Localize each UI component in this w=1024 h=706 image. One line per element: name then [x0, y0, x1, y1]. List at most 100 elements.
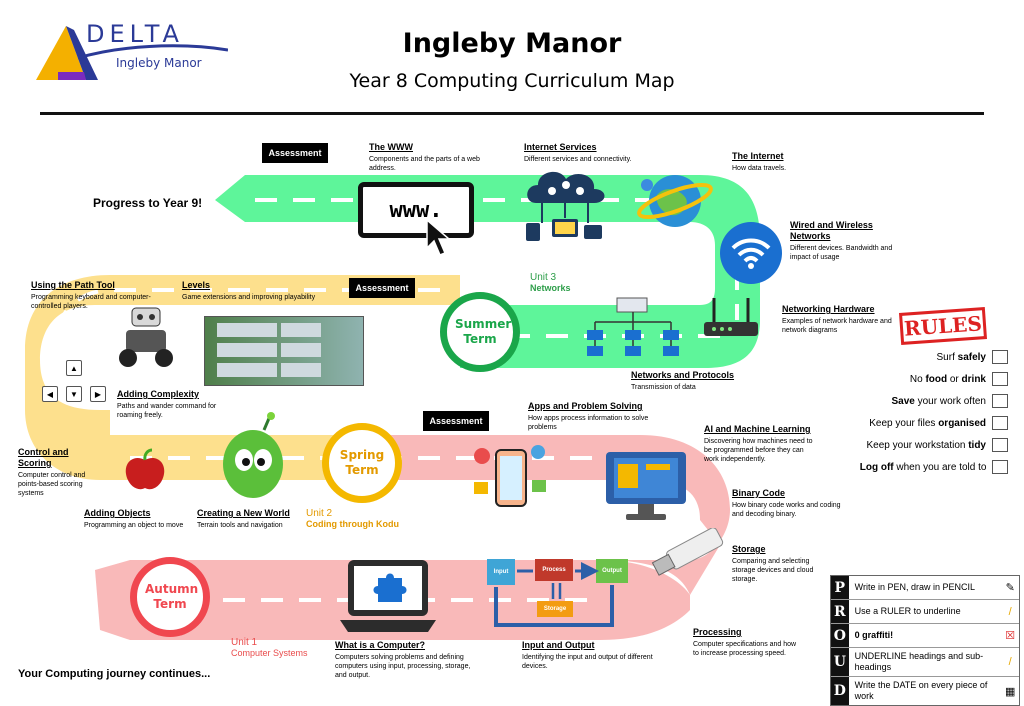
rules-list: Surf safely No food or drink Save your w… [822, 346, 1022, 478]
proud-row: U UNDERLINE headings and sub-headings / [831, 648, 1019, 677]
topic-heading: Adding Complexity [117, 389, 200, 399]
topic-heading: Networks and Protocols [631, 370, 735, 380]
topic-heading: Storage [732, 544, 766, 554]
level-row [281, 323, 321, 337]
topic-networks-protocols: Networks and Protocols Transmission of d… [631, 370, 761, 392]
topic-desc: Computer control and points-based scorin… [18, 472, 86, 497]
topic-desc: Transmission of data [631, 384, 696, 391]
router-icon [704, 298, 758, 336]
proud-letter: R [831, 600, 850, 623]
topic-desc: Different devices. Bandwidth and impact … [790, 245, 893, 261]
topic-control-scoring: Control and Scoring Computer control and… [18, 447, 103, 498]
delta-logo: DELTA Ingleby Manor [28, 18, 238, 88]
topic-desc: Discovering how machines need to be prog… [704, 438, 813, 463]
rule-checkbox [992, 372, 1008, 386]
delta-logo-mark [36, 26, 98, 80]
topic-heading: Apps and Problem Solving [528, 401, 643, 411]
diagram-arrows [494, 555, 614, 627]
topic-desc: How apps process information to solve pr… [528, 415, 649, 431]
rule-item: Keep your workstation tidy [822, 434, 1022, 456]
wifi-icon [720, 222, 782, 284]
rule-checkbox [992, 394, 1008, 408]
page-title: Ingleby Manor [402, 28, 622, 59]
assessment-badge-summer: Assessment [262, 143, 328, 163]
diagram-storage-box: Storage [537, 601, 573, 617]
globe-icon [637, 175, 713, 227]
unit-1-number: Unit 1 [231, 637, 258, 648]
level-row [281, 363, 321, 377]
autumn-term-circle: Autumn Term [130, 557, 210, 637]
rule-checkbox [992, 460, 1008, 474]
summer-term-label: Summer Term [455, 317, 512, 346]
topic-desc: Examples of network hardware and network… [782, 318, 892, 334]
topic-adding-objects: Adding Objects Programming an object to … [84, 508, 184, 530]
diagram-process-box: Process [535, 559, 573, 581]
left-arrow-key: ◀ [42, 386, 58, 402]
topic-heading: Using the Path Tool [31, 280, 115, 290]
level-row [281, 343, 321, 357]
proud-box: P Write in PEN, draw in PENCIL ✎ R Use a… [830, 575, 1020, 706]
proud-text: Write in PEN, draw in PENCIL [854, 582, 975, 592]
network-diagram-icon [587, 297, 679, 356]
topic-heading: AI and Machine Learning [704, 424, 811, 434]
topic-desc: Different services and connectivity. [524, 156, 632, 163]
levels-screenshot [204, 316, 364, 386]
www-illustration: www. [358, 182, 474, 238]
unit-2: Unit 2 Coding through Kodu [306, 508, 399, 529]
topic-heading: Levels [182, 280, 211, 290]
level-row [217, 343, 277, 357]
topic-heading: Binary Code [732, 488, 786, 498]
cursor-icon [426, 218, 452, 256]
topic-new-world: Creating a New World Terrain tools and n… [197, 508, 307, 530]
topic-desc: How data travels. [732, 165, 787, 172]
diagram-input-box: Input [487, 559, 515, 585]
topic-desc: Game extensions and improving playabilit… [182, 294, 316, 301]
phone-apps-icon [474, 445, 546, 507]
topic-desc: Components and the parts of a web addres… [369, 156, 480, 172]
proud-row: O 0 graffiti! ☒ [831, 624, 1019, 648]
rule-checkbox [992, 416, 1008, 430]
autumn-term-label: Autumn Term [145, 582, 199, 611]
proud-row: R Use a RULER to underline / [831, 600, 1019, 624]
unit-3: Unit 3 Networks [530, 272, 571, 293]
topic-desc: Computers solving problems and defining … [335, 654, 471, 679]
usb-drive-icon [651, 528, 724, 576]
topic-input-output: Input and Output Identifying the input a… [522, 640, 657, 671]
apple-icon [125, 448, 165, 490]
ruler-icon: / [1008, 605, 1012, 618]
topic-desc: Computer specifications and how to incre… [693, 641, 797, 657]
pencil-icon: ✎ [1005, 582, 1015, 594]
topic-www: The WWW Components and the parts of a we… [369, 142, 489, 173]
proud-text: 0 graffiti! [854, 630, 894, 640]
topic-internet-services: Internet Services Different services and… [524, 142, 654, 164]
calendar-icon: ▦ [1004, 685, 1016, 698]
topic-binary: Binary Code How binary code works and co… [732, 488, 842, 519]
topic-heading: Control and Scoring [18, 447, 69, 468]
topic-adding-complexity: Adding Complexity Paths and wander comma… [117, 389, 227, 420]
proud-letter: U [831, 648, 850, 676]
unit-2-name: Coding through Kodu [306, 519, 399, 529]
rule-item: Log off when you are told to [822, 456, 1022, 478]
topic-what-computer: What is a Computer? Computers solving pr… [335, 640, 480, 680]
topic-desc: Programming an object to move [84, 522, 184, 529]
right-arrow-key: ▶ [90, 386, 106, 402]
laptop-puzzle-icon [340, 560, 436, 632]
rule-item: Surf safely [822, 346, 1022, 368]
unit-3-number: Unit 3 [530, 272, 557, 283]
assessment-badge-autumn: Assessment [423, 411, 489, 431]
unit-1-name: Computer Systems [231, 648, 308, 658]
spring-term-label: Spring Term [339, 448, 385, 477]
header-divider [40, 112, 984, 115]
topic-levels: Levels Game extensions and improving pla… [182, 280, 322, 302]
topic-desc: Terrain tools and navigation [197, 522, 283, 529]
topic-heading: Wired and Wireless Networks [790, 220, 873, 241]
unit-2-number: Unit 2 [306, 508, 333, 519]
topic-desc: Identifying the input and output of diff… [522, 654, 653, 670]
wifi-waves [731, 238, 771, 269]
cloud-services-icon [526, 171, 605, 241]
topic-heading: Processing [693, 627, 742, 637]
spring-term-circle: Spring Term [322, 423, 402, 503]
topic-desc: Programming keyboard and computer-contro… [31, 294, 151, 310]
proud-letter: O [831, 624, 850, 647]
page-subtitle: Year 8 Computing Curriculum Map [349, 70, 675, 92]
